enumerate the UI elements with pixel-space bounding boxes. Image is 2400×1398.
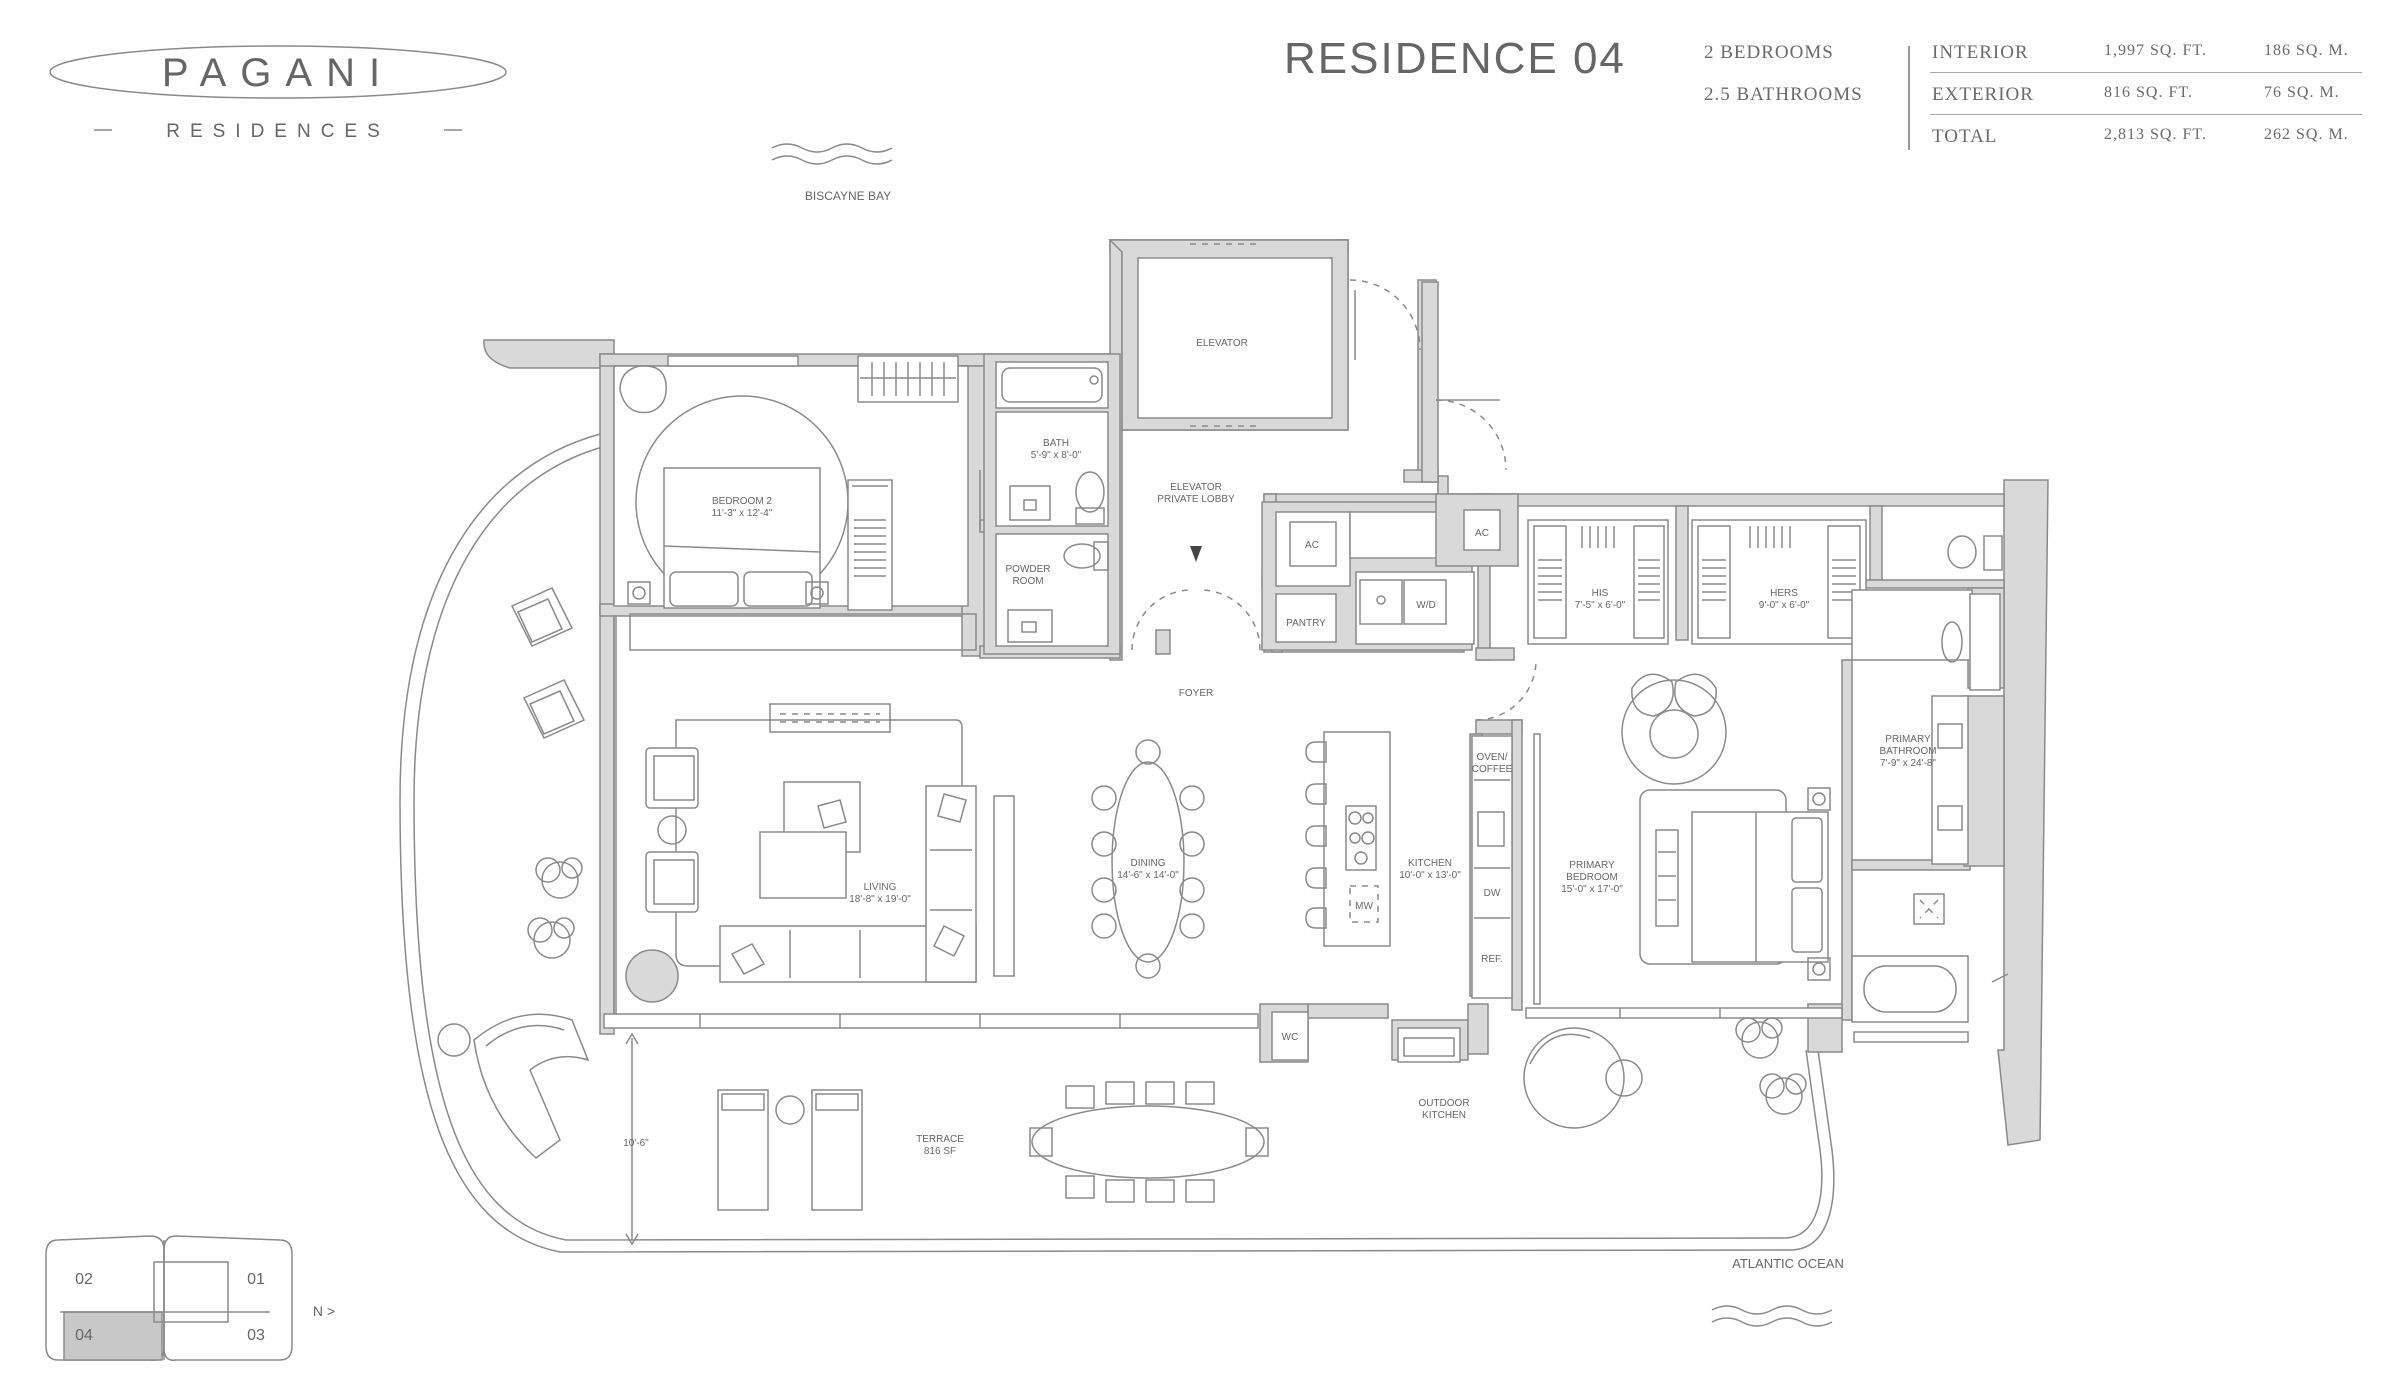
- powder-label-1: POWDER: [1006, 564, 1051, 575]
- ac2-label: AC: [1475, 528, 1489, 539]
- bath-room: BATH 5'-9" x 8'-0" POWDER ROOM: [911, 353, 1121, 655]
- oven-label-1: OVEN/: [1476, 752, 1507, 763]
- elevator-label: ELEVATOR: [1196, 338, 1248, 349]
- ref-label: REF.: [1481, 954, 1503, 965]
- closets: HIS 7'-5" x 6'-0" HERS 9'-0" x 6'-0": [1527, 519, 1867, 645]
- spec-rule: [1930, 114, 2362, 115]
- area-interior-label: INTERIOR: [1932, 42, 2029, 63]
- logo-sub: RESIDENCES: [166, 121, 390, 142]
- pantry-label: PANTRY: [1286, 618, 1326, 629]
- pagani-logo: PAGANI RESIDENCES: [49, 45, 507, 142]
- west-terrace-furniture: 10'-6": [437, 587, 649, 1246]
- area-exterior-sqm: 76 SQ. M.: [2264, 84, 2340, 101]
- area-exterior-sqft: 816 SQ. FT.: [2104, 84, 2193, 101]
- primary-bath-label-2: BATHROOM: [1879, 746, 1936, 757]
- bathrooms-count: 2.5 BATHROOMS: [1704, 84, 1863, 105]
- residence-title: RESIDENCE 04: [1284, 34, 1626, 83]
- bath-dim: 5'-9" x 8'-0": [1031, 450, 1082, 461]
- primary-bath-dim: 7'-9" x 24'-8": [1880, 758, 1936, 769]
- living-label: LIVING: [864, 882, 897, 893]
- atlantic-ocean-label: ATLANTIC OCEAN: [1732, 1256, 1844, 1271]
- south-terrace-furniture: WC OUTDOOR KITCHEN TERRACE 816 SF: [717, 1011, 1807, 1211]
- elevator: ELEVATOR: [1108, 239, 1507, 483]
- area-interior-sqm: 186 SQ. M.: [2264, 42, 2349, 59]
- terrace-area: 816 SF: [924, 1146, 956, 1157]
- keyplan-unit-02: 02: [75, 1271, 93, 1288]
- terrace-depth: 10'-6": [623, 1138, 649, 1149]
- kitchen-label: KITCHEN: [1408, 858, 1452, 869]
- ac1-label: AC: [1305, 540, 1319, 551]
- powder-label-2: ROOM: [1012, 576, 1043, 587]
- oven-label-2: COFFEE: [1472, 764, 1513, 775]
- kitchen-dim: 10'-0" x 13'-0": [1399, 870, 1461, 881]
- foyer-label: FOYER: [1179, 688, 1213, 699]
- bedroom2-label: BEDROOM 2: [712, 496, 772, 507]
- primary-bedroom-label-1: PRIMARY: [1569, 860, 1615, 871]
- spec-rule: [1930, 72, 2362, 73]
- terrace-label: TERRACE: [916, 1134, 964, 1145]
- his-dim: 7'-5" x 6'-0": [1575, 600, 1626, 611]
- keyplan-unit-01: 01: [247, 1271, 265, 1288]
- area-interior-sqft: 1,997 SQ. FT.: [2104, 42, 2207, 59]
- primary-bedroom: PRIMARY BEDROOM 15'-0" x 17'-0": [1525, 673, 1843, 1019]
- kitchen: MW KITCHEN 10'-0" x 13'-0" OVEN/ COFFEE …: [1305, 659, 1537, 999]
- primary-bedroom-label-2: BEDROOM: [1566, 872, 1618, 883]
- wc-label: WC: [1282, 1032, 1299, 1043]
- dining-dim: 14'-6" x 14'-0": [1117, 870, 1179, 881]
- area-total-sqm: 262 SQ. M.: [2264, 126, 2349, 143]
- his-label: HIS: [1592, 588, 1609, 599]
- hers-dim: 9'-0" x 6'-0": [1759, 600, 1810, 611]
- key-plan: 02 01 04 03 N >: [45, 1235, 335, 1361]
- logo-name: PAGANI: [162, 51, 394, 95]
- bedroom-2: BEDROOM 2 11'-3" x 12'-4": [613, 355, 977, 651]
- lobby-label-1: ELEVATOR: [1170, 482, 1222, 493]
- bedroom2-dim: 11'-3" x 12'-4": [712, 508, 773, 519]
- bath-label: BATH: [1043, 438, 1069, 449]
- living-dim: 18'-8" x 19'-0": [849, 894, 911, 905]
- keyplan-unit-03: 03: [247, 1327, 265, 1344]
- biscayne-bay-label: BISCAYNE BAY: [805, 189, 891, 203]
- area-total-sqft: 2,813 SQ. FT.: [2104, 126, 2207, 143]
- area-total-label: TOTAL: [1932, 126, 1998, 147]
- primary-bathroom: PRIMARY BATHROOM 7'-9" x 24'-8": [1851, 535, 2009, 1043]
- terrace-boundary: [399, 339, 2049, 1253]
- dining-label: DINING: [1131, 858, 1166, 869]
- entry-arrow-icon: [1190, 546, 1202, 562]
- primary-bath-label-1: PRIMARY: [1885, 734, 1931, 745]
- dining-area: DINING 14'-6" x 14'-0": [1091, 739, 1205, 979]
- dw-label: DW: [1484, 888, 1501, 899]
- area-exterior-label: EXTERIOR: [1932, 84, 2034, 105]
- spec-divider: [1908, 46, 1910, 150]
- keyplan-unit-04: 04: [75, 1327, 93, 1344]
- living-room: LIVING 18'-8" x 19'-0": [603, 615, 1259, 1029]
- mw-label: MW: [1355, 901, 1373, 912]
- utility-rooms: AC PANTRY W/D AC: [1261, 493, 1519, 651]
- outdoor-kitchen-label-2: KITCHEN: [1422, 1110, 1466, 1121]
- wd-label: W/D: [1416, 600, 1435, 611]
- hers-label: HERS: [1770, 588, 1798, 599]
- north-indicator: N >: [313, 1303, 335, 1319]
- bedrooms-count: 2 BEDROOMS: [1704, 42, 1834, 63]
- primary-bedroom-dim: 15'-0" x 17'-0": [1561, 884, 1623, 895]
- lobby-label-2: PRIVATE LOBBY: [1157, 494, 1235, 505]
- outdoor-kitchen-label-1: OUTDOOR: [1418, 1098, 1469, 1109]
